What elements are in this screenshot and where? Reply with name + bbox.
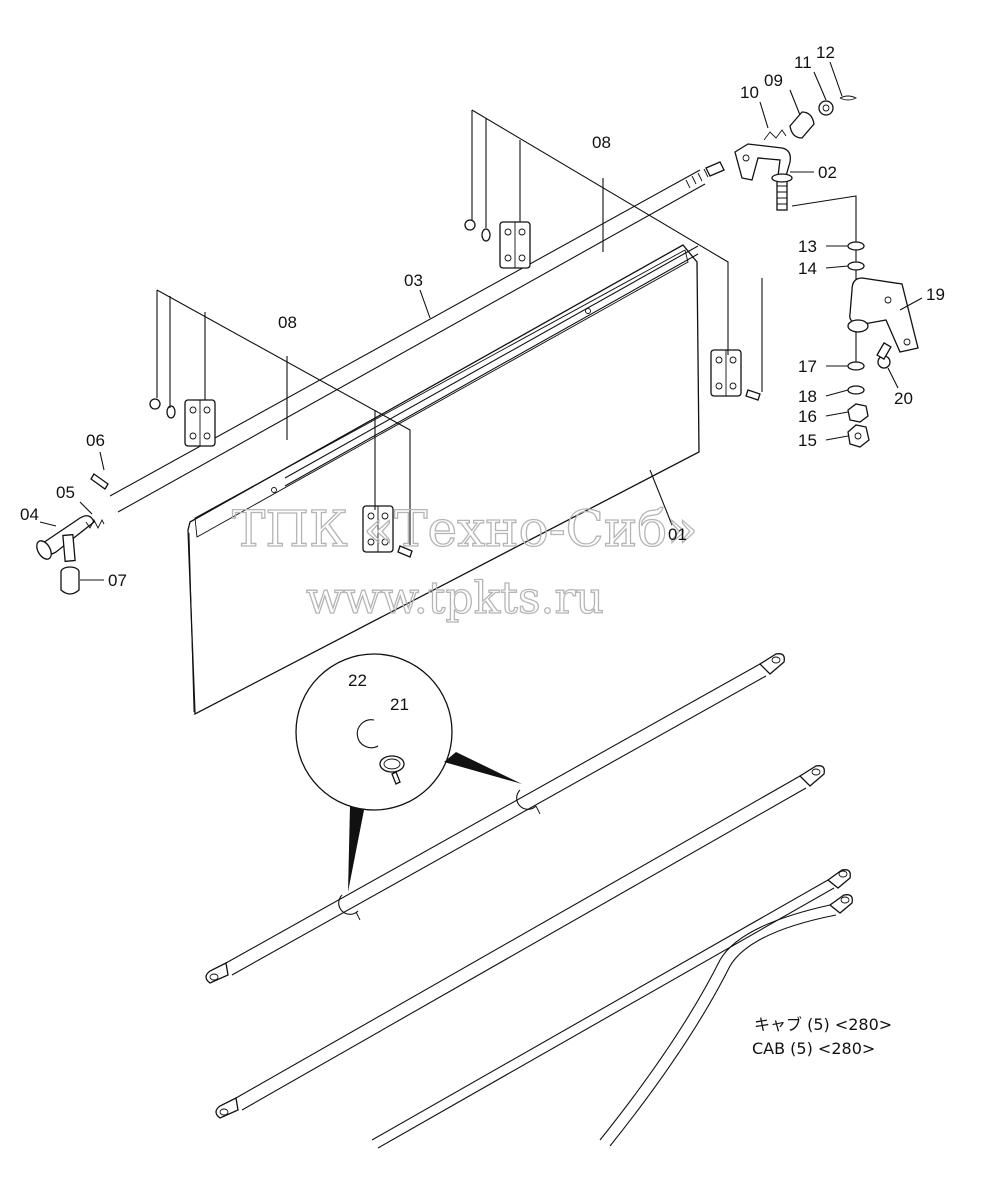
callout-02: 02 <box>818 163 837 182</box>
nut-11 <box>818 100 834 116</box>
nut-15 <box>847 424 870 448</box>
bolt-20 <box>876 342 892 369</box>
callout-14: 14 <box>798 259 817 278</box>
cable-3 <box>371 869 851 1149</box>
bracket-19 <box>847 277 919 353</box>
callout-03: 03 <box>404 271 423 290</box>
spring-10 <box>763 129 787 141</box>
callout-05: 05 <box>56 483 75 502</box>
cable-2 <box>215 765 825 1119</box>
hinge-left <box>184 399 216 447</box>
caption-jp: キャブ (5) <280> <box>754 1015 892 1034</box>
bracket-02 <box>734 143 793 211</box>
callout-08-left: 08 <box>278 313 297 332</box>
callout-06: 06 <box>86 431 105 450</box>
callout-22: 22 <box>348 671 367 690</box>
nut-16 <box>847 403 869 423</box>
washer-17 <box>847 361 865 371</box>
callout-12: 12 <box>816 43 835 62</box>
washer-13 <box>847 241 865 251</box>
callout-09: 09 <box>764 71 783 90</box>
callout-16: 16 <box>798 407 817 426</box>
washer-14 <box>847 261 865 271</box>
cap-07 <box>60 566 80 595</box>
callout-13: 13 <box>798 237 817 256</box>
cable-1 <box>205 653 785 984</box>
callout-04: 04 <box>20 505 39 524</box>
leaders-08 <box>156 109 763 545</box>
callout-21: 21 <box>390 695 409 714</box>
watermark-line2: www.tpkts.ru <box>306 573 604 624</box>
callout-07: 07 <box>108 571 127 590</box>
callout-11: 11 <box>794 53 812 72</box>
hinge-right-lower <box>710 349 761 401</box>
spring-05 <box>85 518 105 530</box>
cable-4 <box>599 894 853 1147</box>
handle-04 <box>36 515 95 563</box>
lockwasher-18 <box>847 385 865 395</box>
detail-circle <box>295 653 522 892</box>
callout-15: 15 <box>798 431 817 450</box>
pin-06 <box>90 473 109 490</box>
callout-17: 17 <box>798 357 817 376</box>
caption-en: CAB (5) <280> <box>752 1039 875 1058</box>
callout-10: 10 <box>740 83 759 102</box>
panel-01 <box>187 244 700 716</box>
callout-01: 01 <box>668 525 687 544</box>
bushing-09 <box>789 111 815 139</box>
callout-19: 19 <box>926 285 945 304</box>
hinge-right-upper <box>499 221 531 269</box>
pin-12 <box>839 95 858 101</box>
callout-08-right: 08 <box>592 133 611 152</box>
callout-20: 20 <box>894 389 913 408</box>
callout-18: 18 <box>798 387 817 406</box>
hinge-left-lower <box>362 505 413 558</box>
watermark-line1: ТПК «Техно-Сиб» <box>232 500 698 558</box>
